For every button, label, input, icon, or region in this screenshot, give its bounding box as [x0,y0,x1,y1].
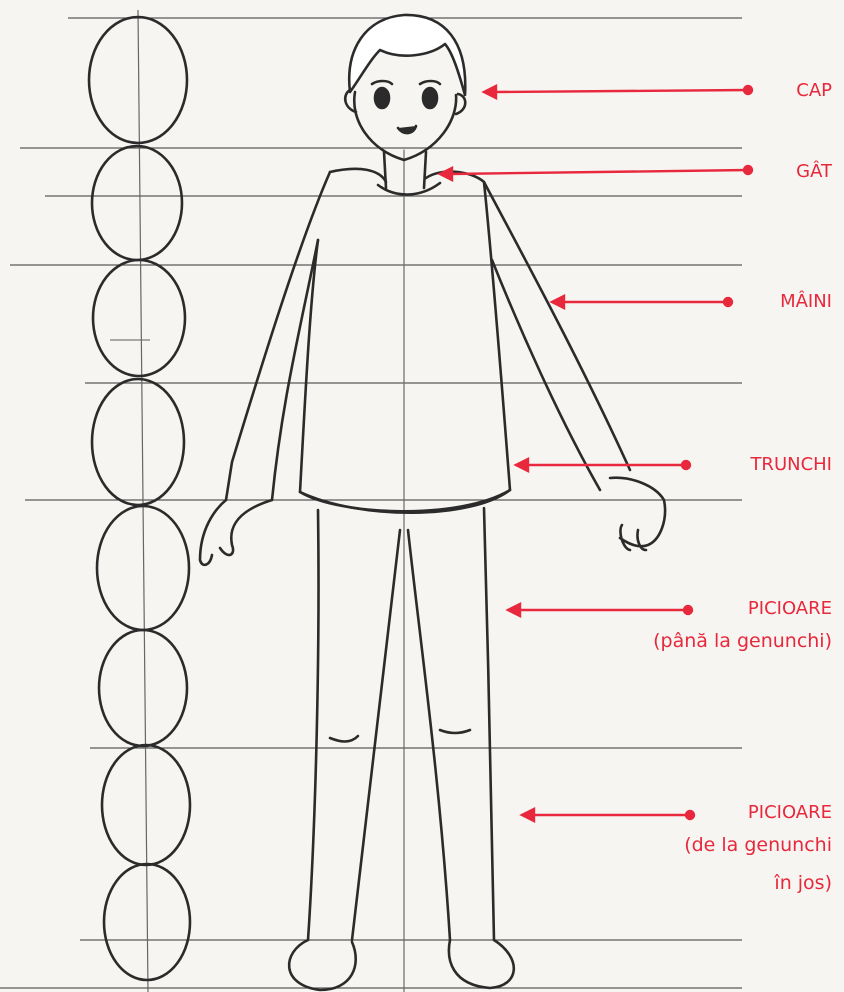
shirt-body [300,169,510,513]
arrow-trunchi [516,459,690,471]
label-maini: MÂINI [780,289,832,315]
arrow-cap [484,86,752,98]
head-unit-4 [92,379,184,505]
hair [349,15,465,95]
right-leg [408,508,494,940]
head-unit-column [89,10,190,992]
label-gat: GÂT [796,159,832,185]
arrow-picioare-2 [522,809,694,821]
boy-figure [200,15,665,992]
label-trunchi: TRUNCHI [750,452,832,478]
arrow-gat [440,166,752,180]
head-unit-2 [92,146,182,260]
left-eye [375,88,389,108]
right-foot [449,940,514,988]
mouth [398,126,416,133]
left-leg [308,510,400,940]
head-unit-6 [99,630,187,746]
right-hand [610,478,665,550]
face [354,92,456,160]
neck [384,152,426,188]
left-knee [330,736,358,742]
collar [378,183,440,195]
label-cap: CAP [796,78,832,104]
label-picioare-2: PICIOARE (de la genunchi în jos) [684,800,832,902]
label-picioare-1: PICIOARE (până la genunchi) [653,596,832,660]
head-unit-3 [93,260,185,376]
right-knee [440,730,470,733]
left-foot [289,940,356,990]
left-arm [226,172,330,500]
arrow-maini [552,296,732,308]
left-hand [200,500,272,565]
right-eye [423,88,437,108]
